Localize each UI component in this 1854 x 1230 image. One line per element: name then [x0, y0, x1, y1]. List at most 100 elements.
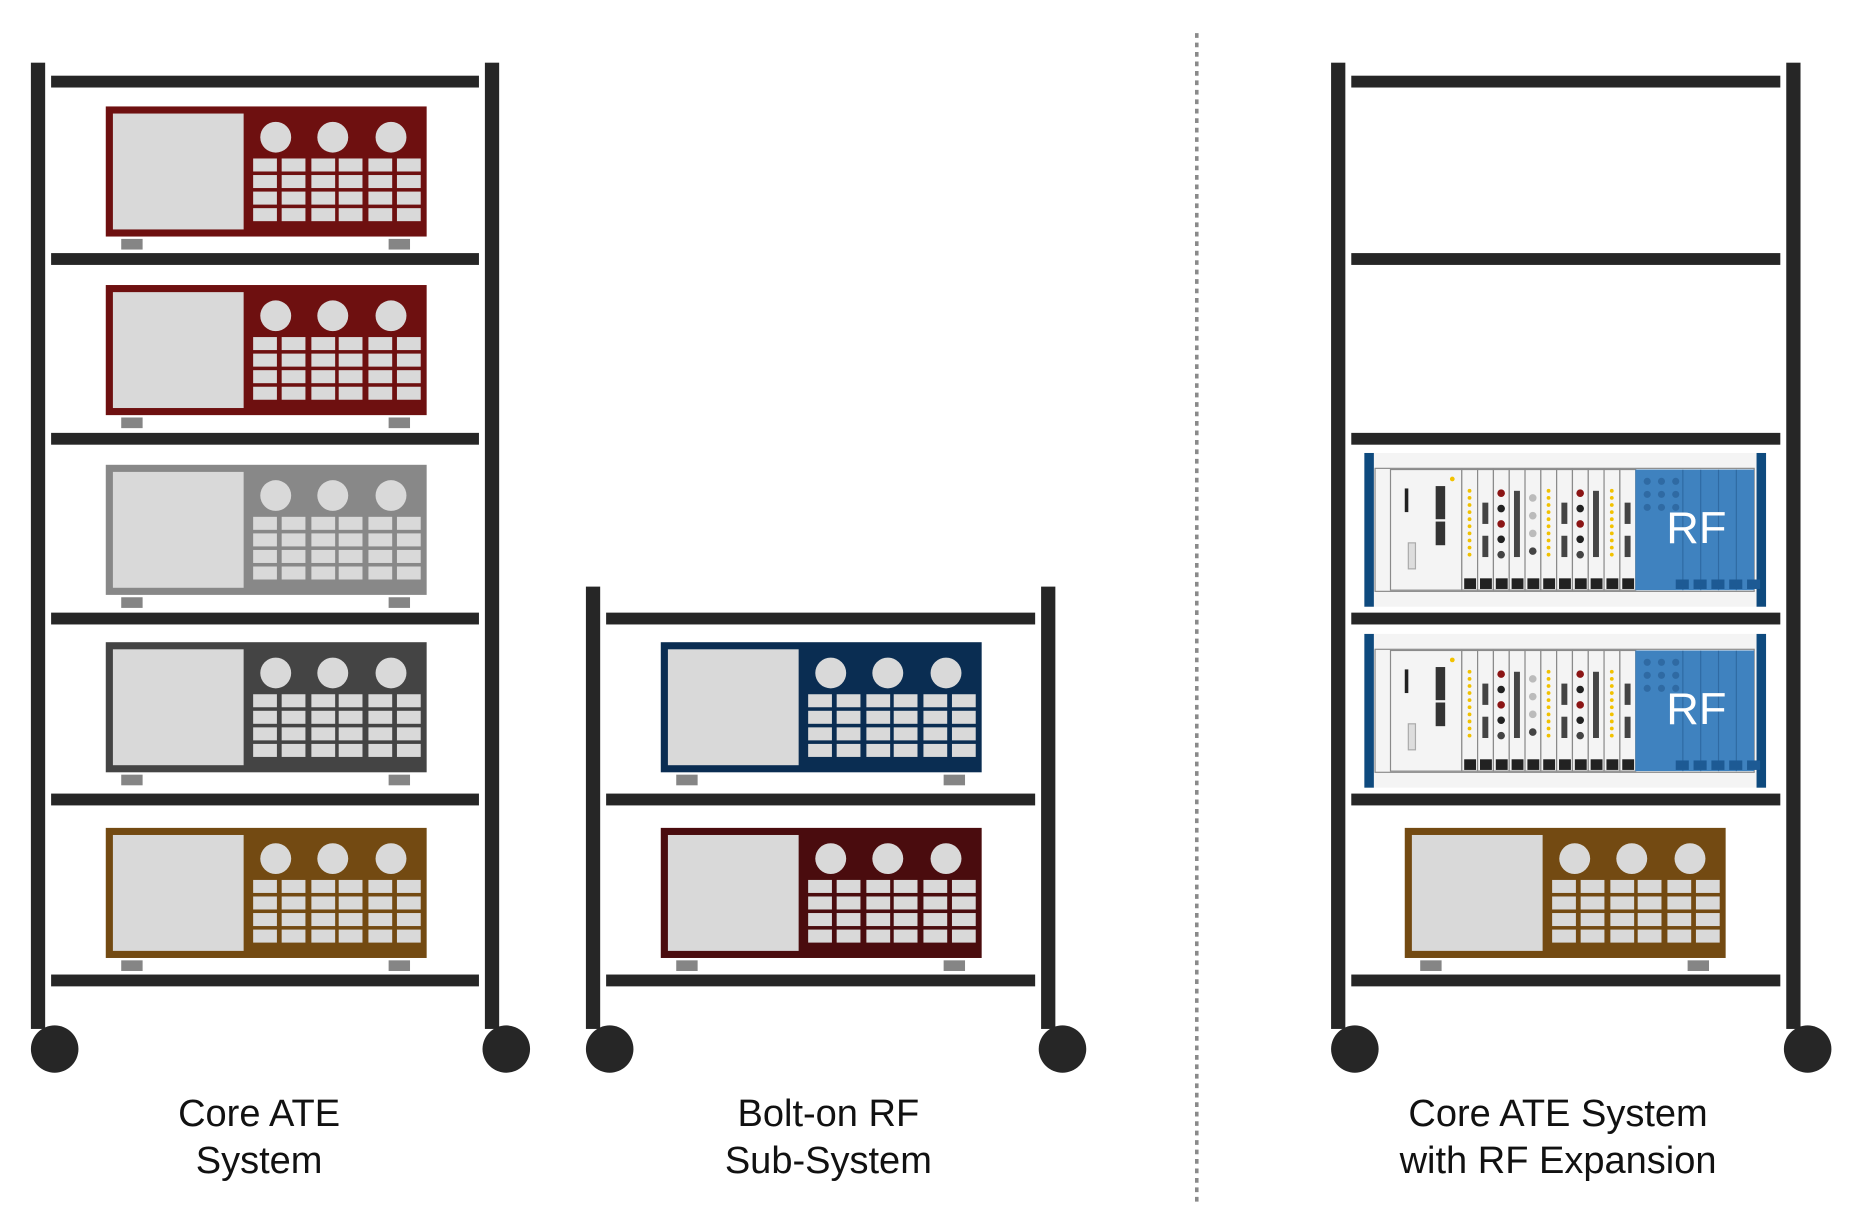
module-port	[1624, 683, 1631, 705]
instrument-foot	[676, 960, 698, 971]
led	[1546, 676, 1551, 681]
jack	[1497, 504, 1505, 513]
button-key	[368, 896, 393, 910]
button-key	[951, 710, 976, 724]
label-rf-expansion-line1: Core ATE System	[1408, 1093, 1707, 1135]
button-key	[311, 158, 336, 172]
button-key	[368, 175, 393, 189]
rf-port	[1657, 503, 1666, 511]
slot-connector	[1464, 759, 1477, 770]
slot-connector	[1527, 578, 1540, 589]
module-port	[1624, 716, 1631, 738]
button-key	[281, 710, 306, 724]
button-key	[836, 743, 861, 757]
controller-indicator	[1404, 488, 1409, 513]
led	[1609, 496, 1614, 500]
led	[1609, 524, 1614, 529]
knob	[317, 657, 349, 689]
knob	[317, 121, 349, 153]
slot-connector	[1590, 759, 1603, 770]
button-key	[836, 929, 861, 943]
button-key	[368, 386, 393, 400]
led	[1546, 552, 1551, 557]
button-key	[866, 743, 891, 757]
shelf	[606, 793, 1036, 806]
led	[1467, 531, 1472, 536]
chassis-rail-left	[1364, 452, 1374, 607]
led	[1546, 488, 1551, 493]
button-key	[253, 727, 277, 741]
led	[1609, 503, 1614, 507]
button-key	[281, 727, 306, 741]
knob	[375, 300, 407, 332]
wheel	[30, 1025, 79, 1073]
led	[1467, 726, 1472, 731]
led	[1449, 657, 1455, 663]
button-key	[253, 337, 277, 351]
button-key	[1552, 879, 1576, 893]
button-key	[311, 191, 336, 205]
rf-port	[1657, 477, 1666, 485]
jack	[1497, 701, 1505, 709]
led	[1467, 545, 1472, 550]
chassis-rail-right	[1756, 633, 1767, 788]
button-key	[951, 913, 976, 927]
led	[1609, 684, 1614, 688]
button-key	[396, 566, 421, 580]
led	[1467, 691, 1472, 695]
led	[1609, 691, 1614, 695]
button-key	[281, 175, 306, 189]
button-key	[281, 533, 306, 547]
button-key	[253, 353, 277, 367]
button-key	[311, 879, 336, 893]
button-key	[866, 896, 891, 910]
instrument-foot	[121, 417, 143, 429]
button-key	[836, 879, 861, 893]
button-key	[1637, 879, 1662, 893]
button-key	[1637, 896, 1662, 910]
slot-connector	[1511, 759, 1524, 770]
jack	[1576, 504, 1584, 513]
button-key	[893, 710, 918, 724]
module-port	[1482, 716, 1489, 738]
button-key	[338, 913, 363, 927]
slot-connector	[1479, 578, 1492, 589]
led	[1609, 510, 1614, 514]
jack	[1497, 520, 1505, 528]
rf-connector	[1693, 760, 1707, 770]
button-key	[338, 353, 363, 367]
button-key	[281, 929, 306, 943]
button-key	[253, 191, 277, 205]
knob	[872, 657, 904, 689]
rf-port	[1657, 490, 1666, 498]
button-key	[396, 549, 421, 563]
button-key	[281, 386, 306, 400]
led	[1546, 538, 1551, 543]
led	[1467, 705, 1472, 710]
button-key	[893, 879, 918, 893]
knob	[317, 300, 349, 332]
led	[1546, 719, 1551, 724]
rf-port	[1657, 671, 1666, 679]
shelf	[1351, 974, 1781, 987]
button-key	[338, 175, 363, 189]
led	[1546, 712, 1551, 717]
led	[1467, 552, 1472, 557]
shelf	[606, 612, 1036, 625]
button-key	[396, 879, 421, 893]
button-key	[893, 896, 918, 910]
led	[1546, 503, 1551, 507]
instrument-foot	[121, 238, 143, 250]
button-key	[1695, 896, 1720, 910]
button-key	[338, 516, 363, 530]
shelf	[1351, 793, 1781, 806]
button-key	[311, 913, 336, 927]
led	[1467, 538, 1472, 543]
led	[1609, 545, 1614, 550]
button-key	[253, 386, 277, 400]
shelf	[1351, 432, 1781, 445]
button-key	[368, 929, 393, 943]
led	[1467, 510, 1472, 514]
jack	[1528, 494, 1537, 502]
